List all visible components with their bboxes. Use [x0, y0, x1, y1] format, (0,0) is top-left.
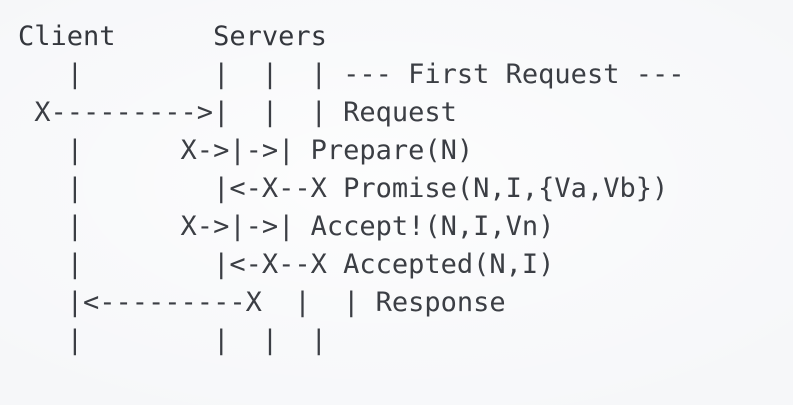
diagram-line-header: Client Servers — [18, 21, 327, 52]
diagram-line-client-request: X--------->| | | Request — [18, 97, 457, 128]
diagram-line-first-request-banner: | | | | --- First Request --- — [18, 59, 685, 90]
diagram-line-accepted: | |<-X--X Accepted(N,I) — [18, 249, 555, 280]
diagram-line-lifelines-end: | | | | — [18, 325, 327, 356]
diagram-line-accept: | X->|->| Accept!(N,I,Vn) — [18, 211, 555, 242]
diagram-line-client-response: |<---------X | | Response — [18, 287, 506, 318]
diagram-line-promise: | |<-X--X Promise(N,I,{Va,Vb}) — [18, 173, 669, 204]
diagram-line-prepare: | X->|->| Prepare(N) — [18, 135, 474, 166]
ascii-art-block: Client Servers | | | | --- First Request… — [18, 18, 684, 360]
